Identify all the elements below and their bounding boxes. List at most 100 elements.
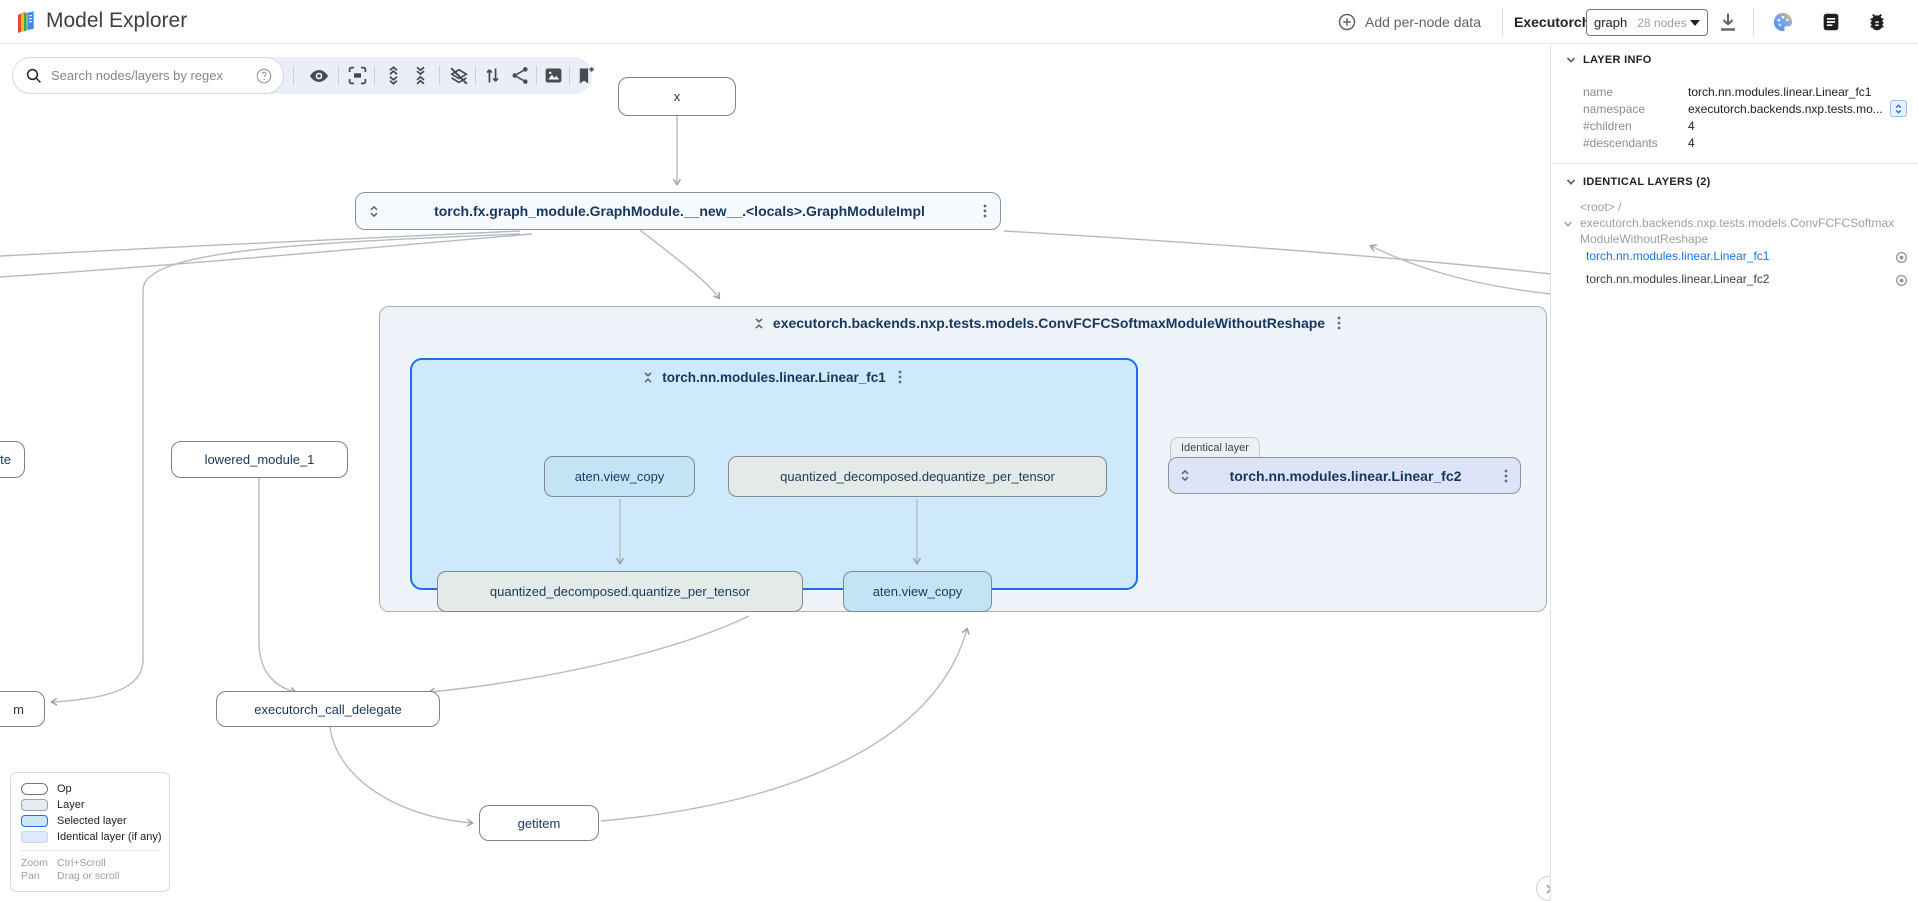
node-aten-view-copy-2[interactable]: aten.view_copy <box>843 571 992 612</box>
unfold-less-icon[interactable] <box>641 370 655 385</box>
tree-item-label: torch.nn.modules.linear.Linear_fc1 <box>1586 249 1770 263</box>
legend: Op Layer Selected layer Identical layer … <box>10 772 170 892</box>
node-getitem[interactable]: getitem <box>479 805 599 841</box>
legend-row-layer: Layer <box>21 798 159 811</box>
search-input[interactable] <box>51 68 255 83</box>
graph-canvas[interactable]: x torch.fx.graph_module.GraphModule.__ne… <box>0 44 1551 901</box>
help-icon[interactable] <box>255 67 273 85</box>
legend-identical-label: Identical layer (if any) <box>57 830 162 843</box>
kebab-menu-icon[interactable] <box>893 369 907 385</box>
layer-conv-module-header[interactable]: executorch.backends.nxp.tests.models.Con… <box>619 315 1479 331</box>
legend-divider <box>21 850 159 851</box>
toolbar-divider <box>569 66 570 85</box>
tree-group-conv-module[interactable]: executorch.backends.nxp.tests.models.Con… <box>1580 216 1895 246</box>
node-x[interactable]: x <box>618 77 736 116</box>
node-dequantize-per-tensor[interactable]: quantized_decomposed.dequantize_per_tens… <box>728 456 1107 497</box>
info-row-descendants: #descendants 4 <box>1583 136 1695 150</box>
graph-edges <box>0 116 1550 901</box>
toolbar-divider <box>293 66 294 85</box>
node-label: executorch_call_delegate <box>254 701 402 717</box>
layer-linear-fc1-label: torch.nn.modules.linear.Linear_fc1 <box>662 369 886 385</box>
chevron-down-icon <box>1566 57 1576 63</box>
model-name: Executorch <box>1514 14 1591 30</box>
export-graph-icon[interactable] <box>508 63 533 88</box>
node-graph-module[interactable]: torch.fx.graph_module.GraphModule.__new_… <box>355 192 1001 230</box>
node-partial-left-top[interactable]: ate <box>0 441 25 478</box>
kebab-menu-icon[interactable] <box>978 203 992 219</box>
expand-all-icon[interactable] <box>381 63 406 88</box>
node-label: aten.view_copy <box>872 584 963 599</box>
locate-icon[interactable] <box>1894 250 1909 265</box>
layer-conv-module-label: executorch.backends.nxp.tests.models.Con… <box>772 315 1326 331</box>
node-partial-left-bottom[interactable]: m <box>0 691 45 727</box>
layer-info-section-header[interactable]: LAYER INFO <box>1552 54 1652 66</box>
kebab-menu-icon[interactable] <box>1499 468 1513 484</box>
node-lowered-module-1[interactable]: lowered_module_1 <box>171 441 348 478</box>
flatten-layers-icon[interactable] <box>446 63 471 88</box>
tree-item-linear-fc2[interactable]: torch.nn.modules.linear.Linear_fc2 <box>1552 272 1918 292</box>
fit-screen-icon[interactable] <box>345 63 370 88</box>
document-icon[interactable] <box>1820 11 1842 33</box>
dropdown-arrow-icon <box>1690 19 1700 26</box>
add-per-node-data-button[interactable]: Add per-node data <box>1337 10 1481 34</box>
node-label: ate <box>0 452 11 467</box>
identical-layer-badge-label: Identical layer <box>1181 442 1249 454</box>
legend-op-label: Op <box>57 782 72 795</box>
toolbar-divider <box>439 66 440 85</box>
snapshot-icon[interactable] <box>541 63 566 88</box>
locate-icon[interactable] <box>1894 273 1909 288</box>
node-aten-view-copy-1[interactable]: aten.view_copy <box>544 456 695 497</box>
inner-edges <box>0 499 1551 901</box>
chevron-down-icon[interactable] <box>1562 218 1574 230</box>
info-row-namespace: namespace executorch.backends.nxp.tests.… <box>1552 100 1918 119</box>
palette-icon[interactable] <box>1772 11 1794 33</box>
legend-op-swatch <box>21 782 48 795</box>
node-label: m <box>13 701 24 717</box>
node-quantize-per-tensor[interactable]: quantized_decomposed.quantize_per_tensor <box>437 571 803 612</box>
app-header: Model Explorer Add per-node data Executo… <box>0 0 1918 44</box>
toolbar-divider <box>475 66 476 85</box>
graph-selector[interactable]: graph 28 nodes <box>1586 9 1708 36</box>
tree-item-label: torch.nn.modules.linear.Linear_fc2 <box>1586 272 1770 286</box>
graph-selector-value: graph <box>1594 15 1628 30</box>
header-divider-2 <box>1753 8 1754 36</box>
legend-identical-swatch <box>21 830 48 843</box>
download-icon[interactable] <box>1716 10 1740 34</box>
search-box[interactable] <box>12 57 284 94</box>
toolbar-divider <box>536 66 537 85</box>
bookmark-add-icon[interactable] <box>573 63 598 88</box>
tree-item-linear-fc1[interactable]: torch.nn.modules.linear.Linear_fc1 <box>1552 249 1918 269</box>
collapse-all-icon[interactable] <box>408 63 433 88</box>
model-explorer-logo <box>18 10 35 33</box>
unfold-more-icon[interactable] <box>1178 468 1192 483</box>
unfold-more-icon[interactable] <box>367 204 381 219</box>
identical-layers-section-header[interactable]: IDENTICAL LAYERS (2) <box>1552 176 1711 188</box>
side-panel: LAYER INFO name torch.nn.modules.linear.… <box>1552 44 1918 901</box>
layer-linear-fc2[interactable]: torch.nn.modules.linear.Linear_fc2 <box>1168 457 1521 494</box>
trace-inputs-outputs-icon[interactable] <box>480 63 505 88</box>
node-label: aten.view_copy <box>574 469 665 484</box>
toolbar-divider <box>374 66 375 85</box>
node-label: lowered_module_1 <box>204 452 315 467</box>
legend-row-selected: Selected layer <box>21 814 159 827</box>
unfold-less-icon[interactable] <box>752 316 766 331</box>
node-label: getitem <box>517 815 561 831</box>
bug-icon[interactable] <box>1866 11 1888 33</box>
node-label: quantized_decomposed.dequantize_per_tens… <box>780 469 1055 484</box>
search-icon <box>26 68 41 83</box>
node-executorch-call-delegate[interactable]: executorch_call_delegate <box>216 691 440 727</box>
node-label: quantized_decomposed.quantize_per_tensor <box>489 584 751 599</box>
page-title: Model Explorer <box>46 9 188 32</box>
add-icon <box>1338 13 1356 31</box>
legend-layer-swatch <box>21 798 48 811</box>
visibility-icon[interactable] <box>306 63 331 88</box>
add-per-node-data-label: Add per-node data <box>1365 14 1481 30</box>
legend-layer-label: Layer <box>57 798 85 811</box>
namespace-expand-icon[interactable] <box>1890 100 1907 117</box>
info-row-name: name torch.nn.modules.linear.Linear_fc1 <box>1583 85 1872 99</box>
panel-divider <box>1552 163 1918 164</box>
layer-linear-fc1-header[interactable]: torch.nn.modules.linear.Linear_fc1 <box>410 369 1138 385</box>
kebab-menu-icon[interactable] <box>1332 315 1346 331</box>
